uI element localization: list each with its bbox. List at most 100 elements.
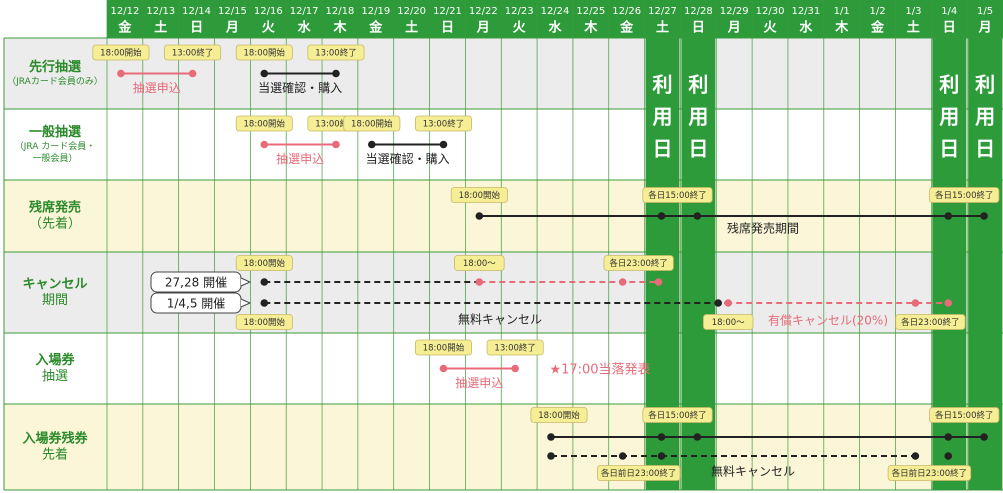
ticket-remaining-dot-23	[944, 433, 953, 441]
date-label-14: 12/26	[612, 6, 641, 17]
segment-end-tag-3: 13:00終了	[423, 119, 465, 130]
row-label-general-lottery-2: 一般会員）	[32, 152, 77, 164]
segment-start-dot-1	[260, 69, 269, 78]
segment-start-tag-1: 18:00開始	[244, 48, 286, 59]
row-label-advance-lottery-0: 先行抽選	[29, 59, 81, 75]
weekday-label-9: 日	[441, 21, 454, 36]
date-label-21: 1/2	[870, 6, 886, 17]
date-header-bg	[107, 0, 1003, 38]
ticket-remaining-dash-start-dot	[547, 452, 555, 460]
weekday-label-11: 火	[513, 21, 527, 36]
weekday-label-16: 日	[692, 21, 705, 36]
segment-end-dot-1	[332, 69, 340, 78]
cancel-b-start-tag: 18:00開始	[244, 317, 286, 328]
cancel-a-start-tag-box	[235, 255, 293, 271]
segment-caption-2: 抽選申込	[276, 152, 324, 166]
date-label-9: 12/21	[433, 6, 462, 17]
segment-caption-4: 抽選申込	[455, 376, 503, 390]
cancel-a-end-dot-2	[654, 278, 663, 286]
cancel-b-end-tag-box	[895, 314, 966, 330]
race-day-label-23-0: 利	[939, 73, 959, 97]
row-label-remaining-sale-0: 残席発売	[29, 200, 81, 216]
date-label-17: 12/29	[720, 6, 749, 17]
date-label-22: 1/3	[905, 6, 921, 17]
segment-caption-3: 当選確認・購入	[366, 151, 450, 166]
segment-start-dot-0	[117, 69, 125, 78]
segment-end-tag-3-box	[414, 115, 472, 132]
segment-start-tag-1-box	[235, 44, 293, 61]
ticket-remaining-dash-dot-a	[618, 452, 627, 460]
weekday-label-23: 日	[943, 21, 956, 36]
date-label-18: 12/30	[756, 6, 785, 17]
date-label-24: 1/5	[977, 6, 993, 17]
ticket-remaining-dash-dot-c	[911, 452, 920, 460]
cancel-a-end-tag-box	[603, 255, 674, 271]
weekday-label-4: 火	[262, 21, 276, 36]
ticket-remaining-free-caption: 無料キャンセル	[711, 464, 795, 479]
race-day-label-24-2: 日	[975, 137, 995, 161]
segment-end-tag-4: 13:00終了	[494, 343, 536, 354]
row-label-ticket-remaining-0: 入場券残券	[22, 431, 88, 447]
cancel-a-start-dot	[260, 278, 269, 286]
cancel-b-pink-tag: 18:00～	[712, 318, 745, 328]
ticket-remaining-dot-24	[980, 433, 988, 441]
date-label-20: 1/1	[834, 6, 850, 17]
cancel-b-start-dot	[260, 299, 269, 307]
remaining-sale-start-dot	[475, 212, 484, 220]
segment-end-tag-0: 13:00終了	[172, 48, 214, 59]
row-label-ticket-remaining-1: 先着	[42, 447, 68, 463]
ticket-remaining-start-tag: 18:00開始	[538, 410, 580, 421]
remaining-sale-end-tag-b: 各日15:00終了	[935, 190, 994, 201]
weekday-label-5: 水	[298, 20, 312, 36]
cancel-b-switch-dot	[724, 299, 732, 307]
segment-start-dot-2	[260, 140, 269, 149]
remaining-sale-dot-15	[657, 212, 666, 220]
segment-end-tag-1: 13:00終了	[315, 48, 357, 59]
segment-start-tag-4-box	[414, 339, 472, 356]
cancel-a-start-tag: 18:00開始	[244, 258, 286, 269]
ticket-remaining-end-tag-b: 各日15:00終了	[935, 410, 994, 421]
race-day-label-16-1: 用	[688, 105, 708, 129]
cancel-pill-b: 1/4,5 開催	[167, 297, 226, 311]
remaining-sale-end-tag-b-box	[929, 187, 1000, 203]
row-label-cancel-period-1: 期間	[42, 293, 68, 308]
remaining-sale-end-tag-a-box	[642, 187, 713, 203]
ticket-remaining-dash-tag-b-box	[887, 465, 972, 481]
ticket-remaining-dash-dot-d	[944, 452, 953, 460]
segment-start-tag-3: 18:00開始	[351, 119, 393, 130]
segment-end-tag-4-box	[486, 339, 544, 356]
cancel-b-end-dot-2	[944, 299, 953, 307]
segment-start-tag-3-box	[343, 115, 401, 132]
row-bg-general-lottery	[4, 109, 1003, 180]
ticket-remaining-dash-tag-a-box	[596, 465, 681, 481]
race-day-label-23-2: 日	[939, 137, 959, 161]
row-label-general-lottery-1: （JRA カード会員・	[15, 140, 96, 152]
date-label-10: 12/22	[469, 6, 498, 17]
cancel-a-end-tag: 各日23:00終了	[609, 258, 668, 269]
cancel-paid-caption: 有償キャンセル(20%)	[768, 314, 888, 328]
cancel-b-end-dot	[911, 299, 920, 307]
ticket-remaining-end-tag-b-box	[929, 407, 1000, 423]
cancel-pill-a: 27,28 開催	[165, 276, 227, 290]
segment-start-tag-2: 18:00開始	[244, 119, 286, 130]
cancel-a-pink-tag-box	[454, 255, 505, 271]
date-label-3: 12/15	[218, 6, 247, 17]
race-day-label-15-1: 用	[653, 105, 673, 129]
ticket-remaining-end-tag-a-box	[642, 407, 713, 423]
segment-end-tag-2: 13:00終了	[315, 119, 357, 130]
remaining-sale-start-tag-box	[450, 187, 508, 203]
cancel-b-start-tag-box	[235, 314, 293, 330]
weekday-label-8: 土	[405, 20, 418, 36]
date-label-2: 12/14	[182, 6, 211, 17]
ticket-remaining-dash-tag-a: 各日前日23:00終了	[601, 468, 677, 479]
segment-start-tag-4: 18:00開始	[423, 343, 465, 354]
segment-start-dot-3	[368, 140, 376, 149]
ticket-remaining-start-tag-box	[530, 407, 588, 423]
ticket-remaining-dash-tag-b: 各日前日23:00終了	[892, 468, 968, 479]
ticket-remaining-start-dot	[547, 433, 555, 441]
race-day-label-15-2: 日	[653, 137, 673, 161]
cancel-b-pink-tag-box	[703, 314, 754, 330]
row-label-remaining-sale-1: （先着）	[29, 216, 81, 232]
race-day-label-16-2: 日	[688, 137, 708, 161]
